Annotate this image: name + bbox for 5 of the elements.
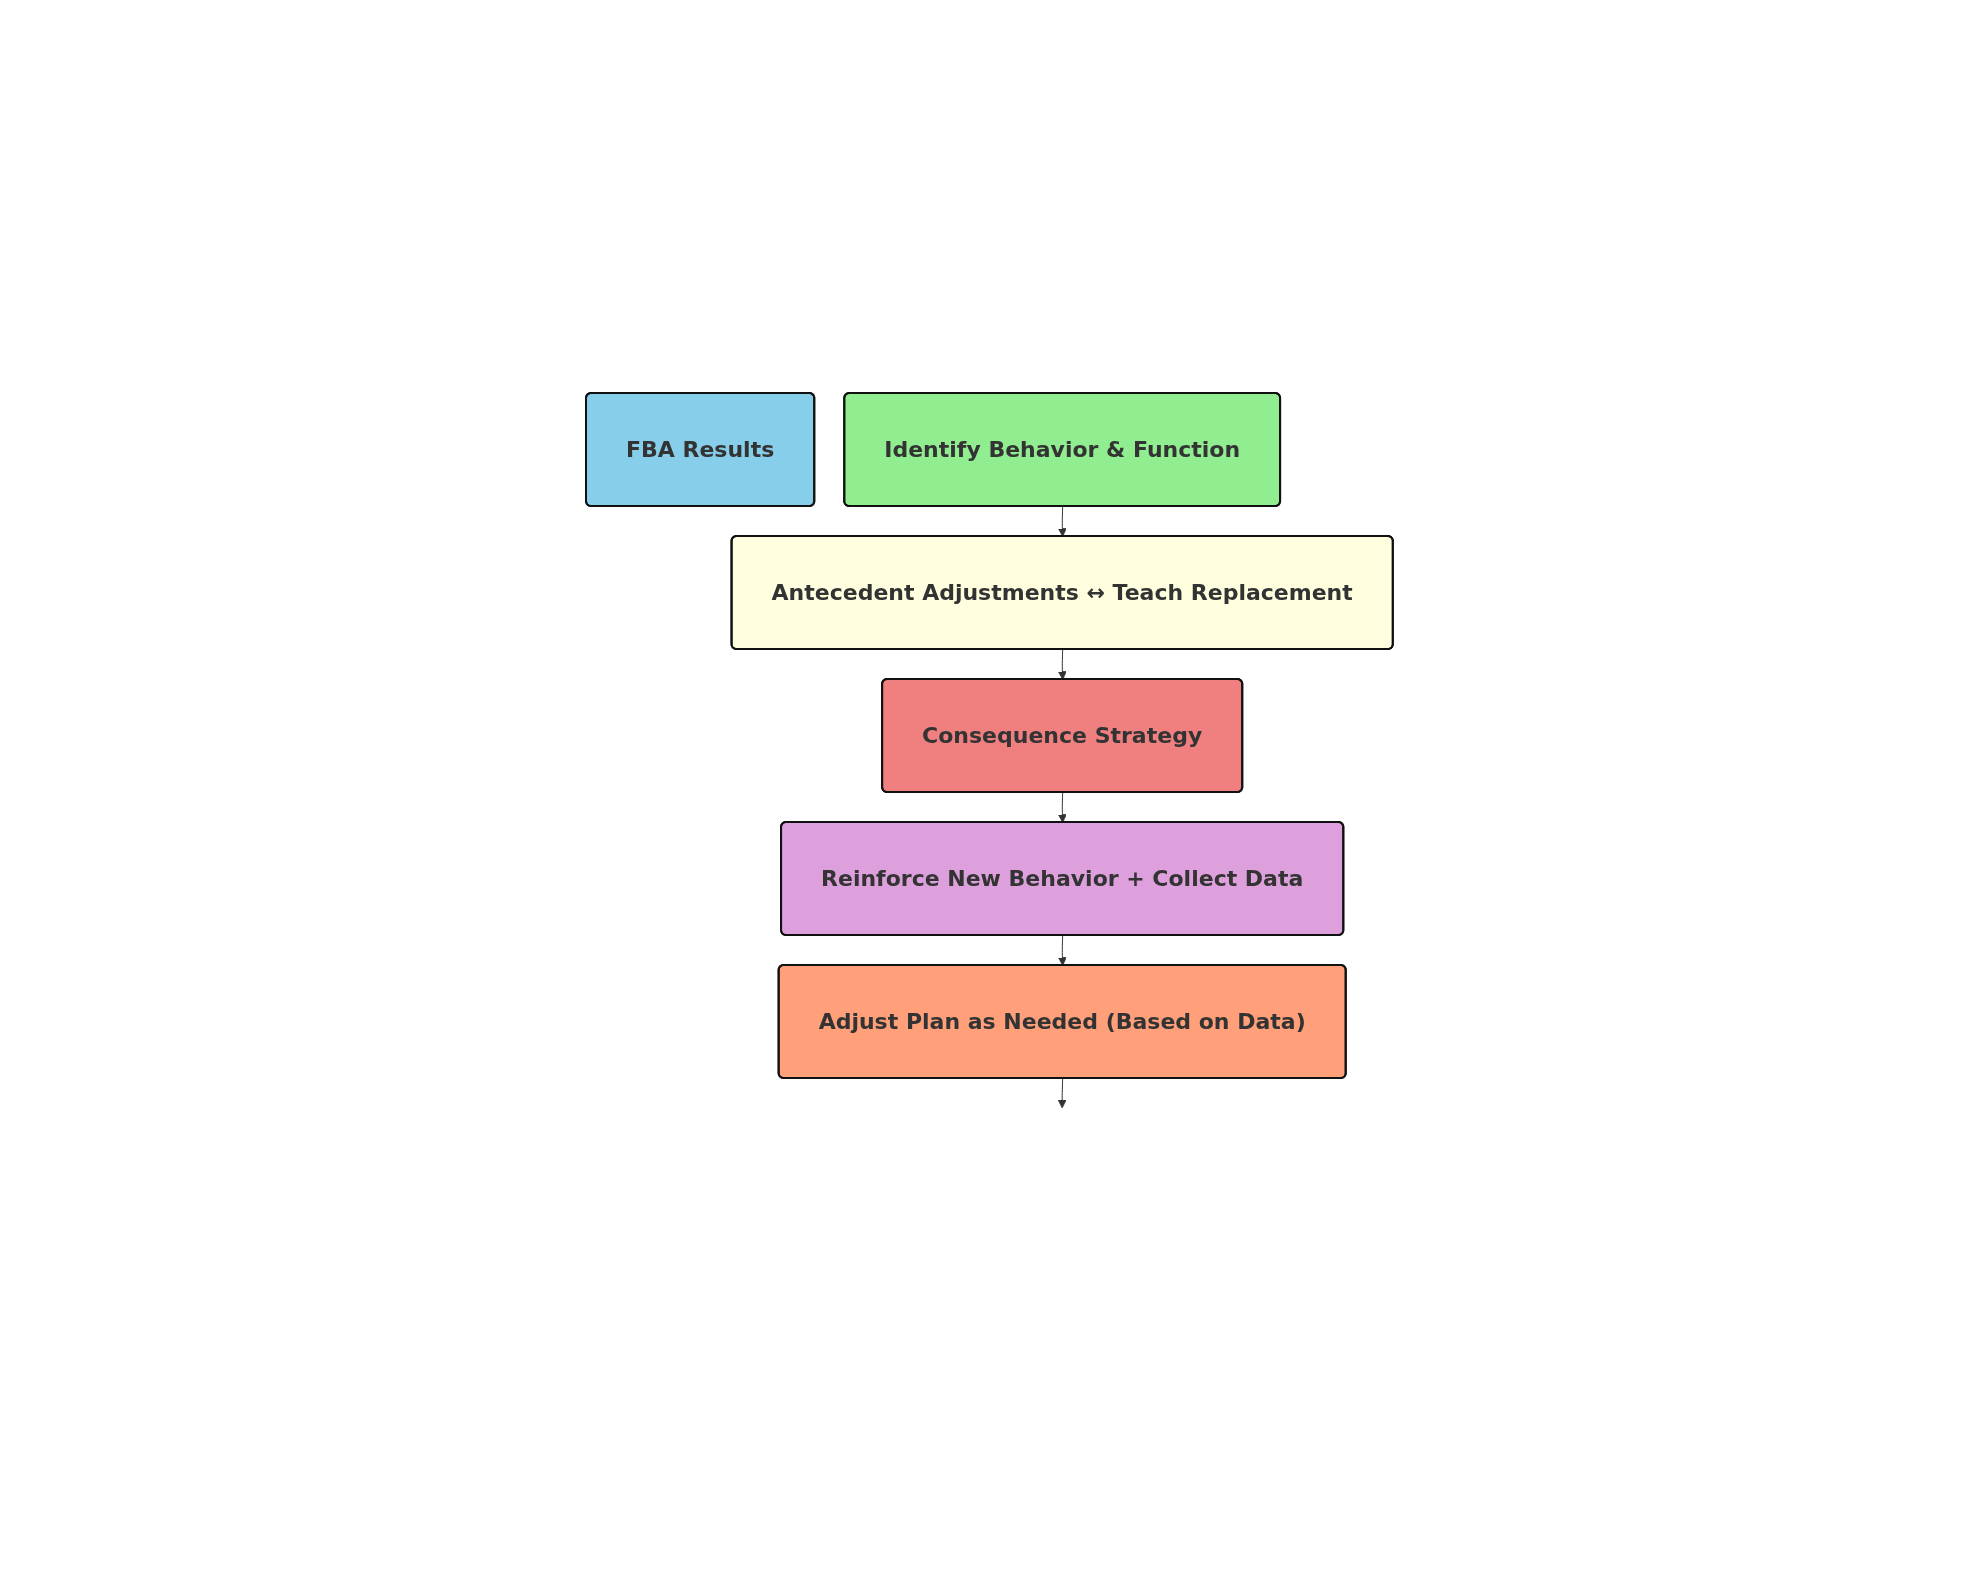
arrow (1058, 791, 1067, 823)
arrow (1058, 934, 1067, 966)
arrow (1058, 505, 1067, 537)
arrow (1057, 1077, 1067, 1108)
arrow (1058, 648, 1067, 680)
